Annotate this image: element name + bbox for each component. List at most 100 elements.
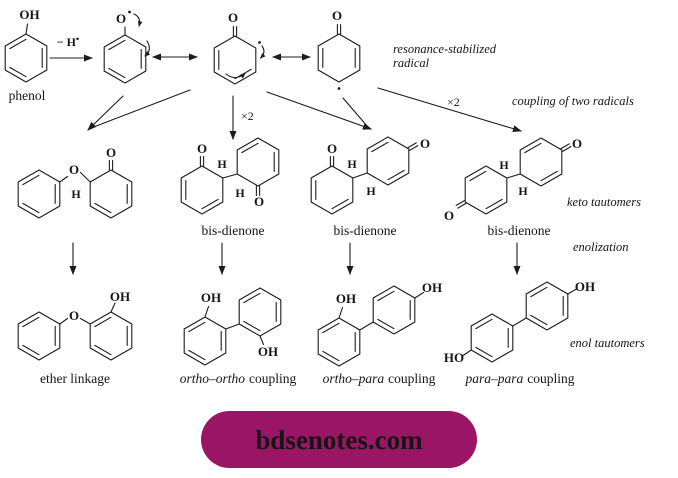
ortho-ortho-italic: ortho–ortho xyxy=(180,371,246,386)
radical-dot xyxy=(128,10,131,14)
dienone-ring xyxy=(465,166,507,214)
dienone-ring xyxy=(214,36,256,84)
bis-dienone-para-para-structure: O H O H bis-dienone xyxy=(444,136,582,238)
coupling-word: coupling xyxy=(527,371,574,386)
hydroxyl-label: OH xyxy=(336,291,356,306)
hydroxyl-label: OH xyxy=(19,7,39,22)
oxygen-label: O xyxy=(228,10,238,25)
dienone-ring xyxy=(318,34,360,82)
benzene-ring xyxy=(471,314,513,362)
resonance-caption-line2: radical xyxy=(393,56,430,70)
bis-dienone-label: bis-dienone xyxy=(202,223,265,238)
hydroxyl-label: OH xyxy=(422,280,442,295)
carbonyl-double-bond xyxy=(560,143,572,152)
bonds xyxy=(204,305,265,346)
bonds xyxy=(338,291,425,331)
benzene-ring xyxy=(373,286,415,334)
benzene-ring xyxy=(239,288,281,336)
para-para-coupling-label: para–para coupling xyxy=(464,371,574,386)
dienone-ring xyxy=(90,170,132,218)
coupling-word: coupling xyxy=(249,371,296,386)
phenol-label: phenol xyxy=(9,88,46,103)
bis-dienone-ortho-ortho-structure: O H O H bis-dienone xyxy=(181,138,279,238)
oxygen-label: O xyxy=(106,145,116,160)
badge-background[interactable] xyxy=(201,411,477,468)
hydrogen-label: H xyxy=(347,157,357,171)
benzene-ring xyxy=(184,317,226,365)
dienone-ring xyxy=(520,138,562,186)
ether-linkage-label: ether linkage xyxy=(40,371,110,386)
benzene-ring xyxy=(18,170,60,218)
oxygen-label: O xyxy=(69,162,79,177)
electron-pushing-arrow xyxy=(225,72,246,79)
electron-pushing-arrow xyxy=(144,40,151,57)
radical-dot xyxy=(258,41,261,44)
hydrogen-label: H xyxy=(235,186,245,200)
oxygen-label: O xyxy=(444,208,454,223)
para-para-italic: para–para xyxy=(464,371,523,386)
dienone-ring xyxy=(367,137,409,185)
hydrogen-label: H xyxy=(71,187,81,201)
hydroxyl-label: HO xyxy=(444,350,464,365)
hydroxyl-label: OH xyxy=(575,279,595,294)
ether-bonds xyxy=(59,171,91,183)
bonds xyxy=(462,288,578,357)
para-radical-dienone-structure: O xyxy=(318,8,360,90)
ring-ring-bond xyxy=(222,173,238,179)
ortho-radical-dienone-structure: O xyxy=(214,10,266,84)
ether-linkage-structure: O OH ether linkage xyxy=(18,289,132,386)
carbonyl-double-bond xyxy=(199,155,205,167)
resonance-caption-line1: resonance-stabilized xyxy=(393,42,497,56)
enol-tautomers-caption: enol tautomers xyxy=(570,336,645,350)
hydroxyl-label: OH xyxy=(258,344,278,359)
oxygen-label: O xyxy=(116,11,126,26)
bis-dienone-label: bis-dienone xyxy=(488,223,551,238)
minus-h-label: − H• xyxy=(57,34,79,49)
dienone-ring xyxy=(311,166,353,214)
coupling-arrow-ortho-para-2 xyxy=(342,97,368,127)
ether-keto-structure: O H O xyxy=(18,145,132,218)
coupling-arrow-to-ether xyxy=(87,95,124,131)
bis-dienone-ortho-para-structure: O H O H bis-dienone xyxy=(311,136,430,238)
hydroxyl-label: OH xyxy=(201,290,221,305)
brand-badge[interactable]: bdsenotes.com xyxy=(201,411,477,468)
coupling-arrow-ortho-para xyxy=(266,91,372,130)
carbonyl-double-bond xyxy=(407,142,419,151)
hydrogen-label: H xyxy=(217,157,227,171)
enolization-caption: enolization xyxy=(573,240,629,254)
times-two-label: ×2 xyxy=(241,109,254,123)
benzene-ring xyxy=(18,312,60,360)
radical-dot xyxy=(337,87,341,90)
bond xyxy=(25,23,29,35)
benzene-ring xyxy=(104,35,146,83)
oxygen-label: O xyxy=(420,136,430,151)
carbonyl-double-bond xyxy=(455,200,467,209)
deprotonation-step: − H• xyxy=(49,34,93,62)
coupling-arrow-para-para xyxy=(377,87,522,133)
hydrogen-label: H xyxy=(366,184,376,198)
carbonyl-double-bond xyxy=(336,23,342,35)
coupling-caption: coupling of two radicals xyxy=(512,94,634,108)
bis-dienone-label: bis-dienone xyxy=(334,223,397,238)
dienone-ring xyxy=(181,166,223,214)
oxygen-label: O xyxy=(69,308,79,323)
minus-h-text: − H xyxy=(57,35,77,49)
carbonyl-double-bond xyxy=(108,159,114,171)
benzene-ring xyxy=(318,318,360,366)
hydrogen-label: H xyxy=(518,184,528,198)
ortho-para-italic: ortho–para xyxy=(323,371,385,386)
phenoxy-radical-structure: O xyxy=(104,10,151,83)
hydrogen-label: H xyxy=(499,158,509,172)
coupling-word: coupling xyxy=(388,371,435,386)
dienone-ring xyxy=(237,138,279,186)
ring-ring-bond xyxy=(352,172,368,179)
badge-text[interactable]: bdsenotes.com xyxy=(255,425,423,455)
radical-dot-superscript: • xyxy=(76,34,79,44)
electron-pushing-arrow xyxy=(259,45,266,59)
electron-pushing-arrow xyxy=(133,13,143,27)
bonds xyxy=(59,302,116,325)
